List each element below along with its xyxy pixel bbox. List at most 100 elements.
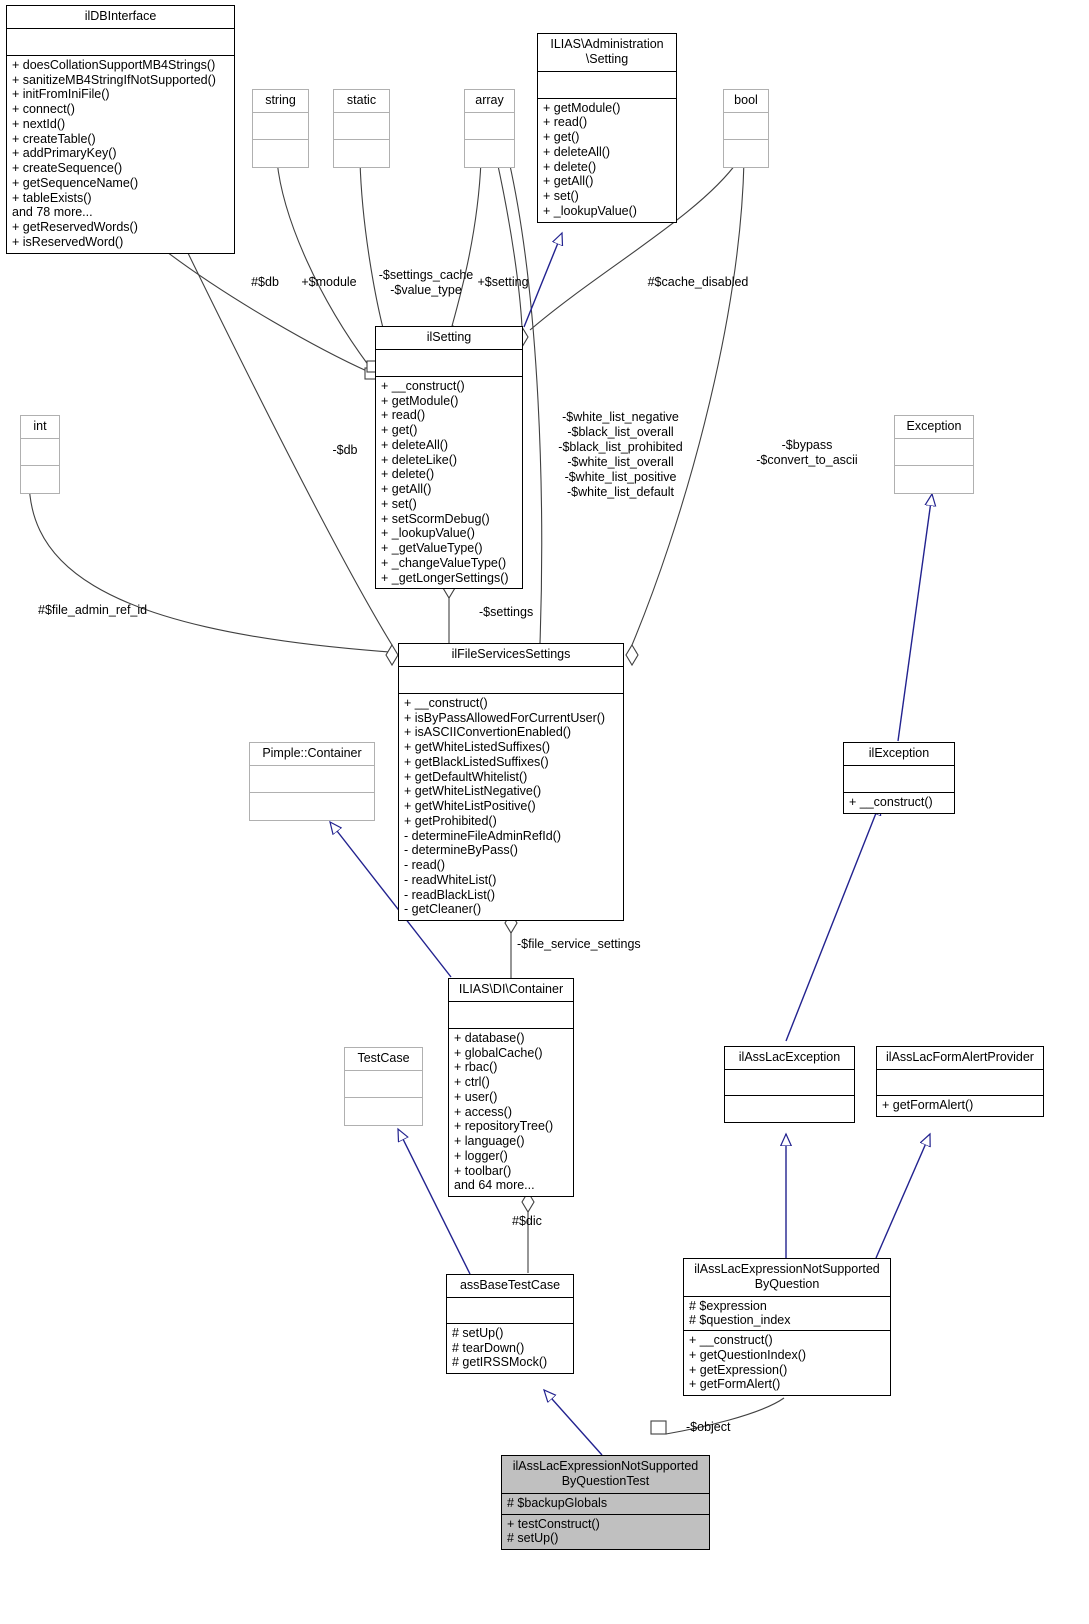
operation: + delete() bbox=[543, 159, 597, 174]
operation: + doesCollationSupportMB4Strings() bbox=[12, 57, 216, 72]
edge-label-settings-cache: -$settings_cache -$value_type bbox=[378, 268, 474, 297]
operation: + read() bbox=[381, 408, 426, 423]
operation: + __construct() bbox=[849, 794, 933, 809]
class-attributes bbox=[724, 113, 768, 140]
class-operations bbox=[250, 793, 374, 820]
operation: + toolbar() bbox=[454, 1163, 512, 1178]
class-operations bbox=[21, 466, 59, 493]
class-title: ilFileServicesSettings bbox=[399, 644, 623, 667]
operation: + getSequenceName() bbox=[12, 175, 139, 190]
operation: + getQuestionIndex() bbox=[689, 1347, 807, 1362]
operation: + getWhiteListedSuffixes() bbox=[404, 740, 551, 754]
operation: + _getLongerSettings() bbox=[381, 570, 509, 585]
class-title: ilAssLacException bbox=[725, 1047, 854, 1070]
class-title: string bbox=[253, 90, 308, 113]
operation: + getFormAlert() bbox=[882, 1097, 974, 1112]
class-operations bbox=[334, 140, 389, 167]
operation: # tearDown() bbox=[452, 1340, 525, 1355]
operation: + createSequence() bbox=[12, 161, 123, 175]
edge-label-object: -$object bbox=[686, 1420, 731, 1434]
class-title: ilSetting bbox=[376, 327, 522, 350]
class-operations: + testConstruct() # setUp() bbox=[502, 1515, 709, 1550]
operation: + addPrimaryKey() bbox=[12, 146, 117, 161]
class-node-int[interactable]: int bbox=[20, 415, 60, 494]
class-node-ilasslacexception[interactable]: ilAssLacException bbox=[724, 1046, 855, 1123]
operation: + getDefaultWhitelist() bbox=[404, 769, 528, 784]
edge-label-module-setting: +$module bbox=[301, 275, 357, 289]
edge-label-db-fileservices: -$db bbox=[332, 443, 358, 457]
class-node-bool[interactable]: bool bbox=[723, 89, 769, 168]
class-attributes bbox=[844, 766, 954, 793]
class-attributes bbox=[345, 1071, 422, 1098]
class-node-exception[interactable]: Exception bbox=[894, 415, 974, 494]
operation: + testConstruct() bbox=[507, 1516, 600, 1531]
class-title: assBaseTestCase bbox=[447, 1275, 573, 1298]
class-node-pimple-container[interactable]: Pimple::Container bbox=[249, 742, 375, 821]
edge-label-settings: -$settings bbox=[479, 605, 534, 619]
operation: # getIRSSMock() bbox=[452, 1355, 548, 1370]
operation: + __construct() bbox=[381, 378, 465, 393]
operation: + createTable() bbox=[12, 131, 96, 146]
class-operations bbox=[465, 140, 514, 167]
class-attributes bbox=[7, 29, 234, 56]
class-node-ilasslacexpressionnotsupportedbyquestion[interactable]: ilAssLacExpressionNotSupported ByQuestio… bbox=[683, 1258, 891, 1396]
operation: - read() bbox=[404, 858, 445, 872]
operation: # setUp() bbox=[507, 1531, 559, 1546]
class-node-static[interactable]: static bbox=[333, 89, 390, 168]
class-operations: # setUp() # tearDown() # getIRSSMock() bbox=[447, 1324, 573, 1373]
operation: + access() bbox=[454, 1104, 513, 1119]
operation: + getProhibited() bbox=[404, 813, 497, 828]
class-attributes bbox=[21, 439, 59, 466]
class-title: ilException bbox=[844, 743, 954, 766]
class-node-assbasetestcase[interactable]: assBaseTestCase # setUp() # tearDown() #… bbox=[446, 1274, 574, 1374]
class-operations: + getFormAlert() bbox=[877, 1096, 1043, 1116]
class-title: ILIAS\DI\Container bbox=[449, 979, 573, 1002]
operation: + getModule() bbox=[381, 393, 459, 408]
operation: + tableExists() bbox=[12, 190, 92, 205]
operation: + user() bbox=[454, 1089, 498, 1104]
class-title: ilAssLacExpressionNotSupported ByQuestio… bbox=[502, 1456, 709, 1494]
class-title: TestCase bbox=[345, 1048, 422, 1071]
class-node-array[interactable]: array bbox=[464, 89, 515, 168]
class-node-testcase[interactable]: TestCase bbox=[344, 1047, 423, 1126]
operation: + _changeValueType() bbox=[381, 555, 507, 570]
class-operations bbox=[253, 140, 308, 167]
operation: + setScormDebug() bbox=[381, 511, 490, 526]
operation: + initFromIniFile() bbox=[12, 87, 110, 102]
edge-label-bypass-ascii: -$bypass -$convert_to_ascii bbox=[756, 438, 858, 467]
edge-label-file-admin-ref-id: #$file_admin_ref_id bbox=[38, 603, 148, 617]
class-node-ilfileservicessettings[interactable]: ilFileServicesSettings + __construct() +… bbox=[398, 643, 624, 921]
class-node-ilias-administration-setting[interactable]: ILIAS\Administration \Setting + getModul… bbox=[537, 33, 677, 223]
class-node-string[interactable]: string bbox=[252, 89, 309, 168]
class-node-ilsetting[interactable]: ilSetting + __construct() + getModule() … bbox=[375, 326, 523, 590]
class-node-ildbinterface[interactable]: ilDBInterface + doesCollationSupportMB4S… bbox=[6, 5, 235, 254]
class-attributes bbox=[895, 439, 973, 466]
operation: + delete() bbox=[381, 467, 435, 482]
class-node-ilasslacexpressionnotsupportedbyquestiontest[interactable]: ilAssLacExpressionNotSupported ByQuestio… bbox=[501, 1455, 710, 1550]
operation: + getAll() bbox=[543, 174, 594, 189]
class-operations: + doesCollationSupportMB4Strings() + san… bbox=[7, 56, 234, 253]
edge-label-file-service-settings: -$file_service_settings bbox=[517, 937, 641, 951]
operation: + getWhiteListPositive() bbox=[404, 799, 536, 813]
class-operations bbox=[724, 140, 768, 167]
class-title: ilDBInterface bbox=[7, 6, 234, 29]
operation-more: and 64 more... bbox=[454, 1178, 535, 1193]
operation: + isReservedWord() bbox=[12, 234, 124, 249]
edge-label-white-black-lists: -$white_list_negative -$black_list_overa… bbox=[558, 410, 683, 499]
class-title: ilAssLacExpressionNotSupported ByQuestio… bbox=[684, 1259, 890, 1297]
class-node-ilexception[interactable]: ilException + __construct() bbox=[843, 742, 955, 814]
operation: - readWhiteList() bbox=[404, 872, 497, 887]
class-attributes bbox=[399, 667, 623, 694]
class-node-ilias-di-container[interactable]: ILIAS\DI\Container + database() + global… bbox=[448, 978, 574, 1197]
edge-label-db-setting: #$db bbox=[251, 275, 279, 289]
class-attributes bbox=[250, 766, 374, 793]
operation: + sanitizeMB4StringIfNotSupported() bbox=[12, 72, 216, 87]
operation: + connect() bbox=[12, 102, 75, 116]
class-attributes bbox=[334, 113, 389, 140]
class-node-ilasslacformalertprovider[interactable]: ilAssLacFormAlertProvider + getFormAlert… bbox=[876, 1046, 1044, 1117]
attribute: # $expression bbox=[689, 1298, 767, 1313]
operation: + get() bbox=[543, 130, 580, 144]
operation: # setUp() bbox=[452, 1325, 504, 1340]
operation: + read() bbox=[543, 115, 588, 130]
